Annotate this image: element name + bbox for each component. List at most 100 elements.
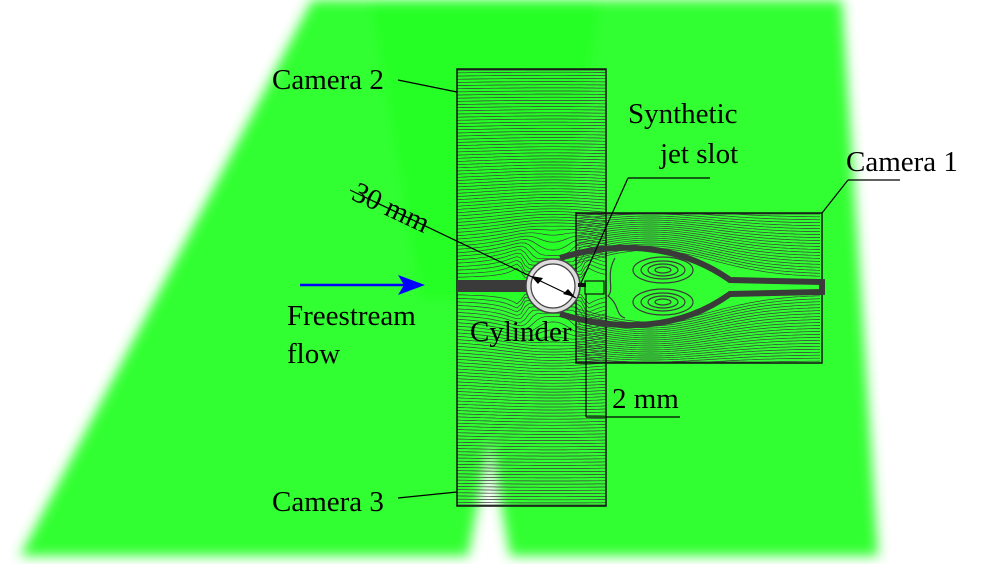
streamline <box>457 451 606 454</box>
streamline <box>457 103 605 105</box>
streamline <box>576 213 821 221</box>
cylinder-label: Cylinder <box>470 316 572 348</box>
streamline <box>457 416 606 420</box>
streamline <box>457 71 605 74</box>
streamline <box>457 365 606 373</box>
streamline <box>457 378 606 384</box>
streamline <box>457 155 606 159</box>
streamline <box>457 335 606 347</box>
streamline <box>457 90 606 93</box>
streamline <box>457 448 606 451</box>
streamline <box>457 205 606 214</box>
streamline <box>457 479 606 482</box>
streamline <box>457 407 606 411</box>
streamline <box>457 342 606 353</box>
streamline <box>576 348 820 359</box>
streamline <box>457 216 606 227</box>
freestream-label-line2: flow <box>287 338 341 370</box>
streamline <box>457 146 606 150</box>
streamline <box>457 96 606 99</box>
streamline <box>457 106 606 109</box>
slot-width-label: 2 mm <box>612 383 679 415</box>
streamline <box>457 199 606 207</box>
cylinder-inner <box>530 263 576 309</box>
streamline <box>576 322 821 341</box>
streamline <box>576 217 821 230</box>
streamline <box>457 486 605 488</box>
streamline <box>457 403 606 408</box>
streamline <box>576 295 821 323</box>
streamline <box>457 444 606 448</box>
streamline <box>457 179 606 185</box>
streamline <box>457 362 606 370</box>
streamline <box>457 202 606 210</box>
streamline <box>457 476 605 479</box>
streamline <box>457 397 606 402</box>
streamline <box>576 219 821 233</box>
streamline <box>457 109 606 112</box>
streamline <box>457 176 606 181</box>
freestream-arrow <box>300 275 425 295</box>
streamline <box>457 413 606 417</box>
streamline <box>457 470 606 472</box>
streamline <box>457 152 606 156</box>
streamline <box>457 454 606 457</box>
synthetic-jet-slot-label-line1: Synthetic <box>628 98 738 130</box>
camera1-streamlines <box>576 213 821 363</box>
streamline <box>457 375 606 381</box>
streamline <box>457 121 606 124</box>
streamline <box>457 182 606 188</box>
streamline <box>457 173 606 178</box>
streamline <box>457 316 606 330</box>
streamline <box>457 118 606 121</box>
streamline <box>457 358 606 367</box>
streamline <box>457 93 605 96</box>
streamline <box>457 438 606 441</box>
streamline <box>457 235 606 247</box>
streamline <box>576 342 821 355</box>
streamline <box>576 231 821 250</box>
streamline <box>457 345 606 356</box>
streamline <box>457 429 606 432</box>
camera3-label: Camera 3 <box>272 486 384 518</box>
streamline <box>457 242 606 256</box>
camera2-label: Camera 2 <box>272 64 384 96</box>
streamline <box>576 337 820 351</box>
streamline <box>576 310 821 333</box>
streamline <box>457 400 606 405</box>
streamline <box>576 331 821 347</box>
streamline <box>457 208 606 217</box>
streamline <box>457 498 605 501</box>
jet-slot <box>578 283 586 287</box>
streamline <box>457 131 606 134</box>
streamline <box>457 74 606 77</box>
streamline <box>576 249 821 277</box>
streamline <box>457 387 606 393</box>
streamline <box>457 422 606 426</box>
streamline <box>576 334 821 349</box>
camera1-label: Camera 1 <box>846 146 958 178</box>
streamline <box>457 100 606 102</box>
freestream-label-line1: Freestream <box>287 300 416 332</box>
streamline <box>576 239 821 262</box>
streamline <box>576 221 820 235</box>
streamline <box>457 225 606 237</box>
streamline <box>457 167 606 172</box>
synthetic-jet-slot-label-line2: jet slot <box>660 138 739 170</box>
camera2-streamlines <box>457 69 606 506</box>
streamline <box>576 345 820 357</box>
streamline <box>457 457 605 460</box>
streamline <box>457 143 606 146</box>
streamline <box>576 316 821 337</box>
streamline <box>457 219 606 230</box>
streamline <box>457 124 606 128</box>
streamline <box>457 492 605 494</box>
streamline <box>457 371 606 378</box>
streamline <box>576 313 821 335</box>
streamline <box>457 394 606 399</box>
streamline <box>457 463 606 466</box>
streamline <box>576 213 820 224</box>
streamline <box>457 115 606 118</box>
streamline <box>576 227 820 244</box>
